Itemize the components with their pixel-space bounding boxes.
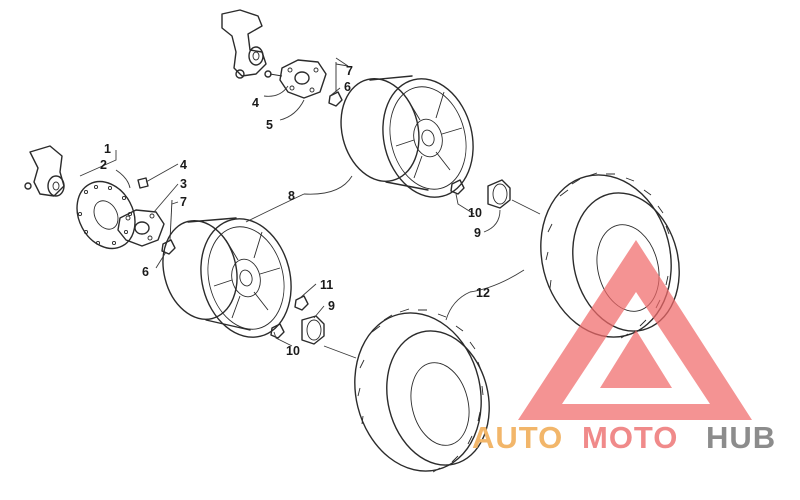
left-knuckle-assembly [24, 145, 176, 255]
callout-10-upper: 10 [468, 206, 482, 220]
callout-9-upper: 9 [474, 226, 481, 240]
callout-7-upper: 7 [346, 64, 353, 78]
callout-labels: 7 6 4 5 1 2 4 3 7 6 8 10 9 11 9 10 12 [100, 64, 490, 358]
watermark-text-auto: AUTO [472, 420, 563, 455]
callout-3: 3 [180, 177, 187, 191]
watermark-triangle-logo [518, 240, 752, 420]
callout-6-upper: 6 [344, 80, 351, 94]
callout-9-lower: 9 [328, 299, 335, 313]
callout-2: 2 [100, 158, 107, 172]
callout-1: 1 [104, 142, 111, 156]
watermark-text-hub: HUB [706, 420, 776, 455]
upper-wheel-rim [340, 75, 511, 209]
callout-12: 12 [476, 286, 490, 300]
callout-11: 11 [320, 278, 333, 292]
callout-5-upper: 5 [266, 118, 273, 132]
upper-tire [540, 172, 680, 339]
watermark-text-moto: MOTO [582, 420, 678, 455]
automotohub-watermark: AUTO MOTO HUB [472, 240, 776, 455]
leader-lines [79, 57, 541, 359]
lower-wheel-rim [162, 217, 325, 345]
callout-4-upper: 4 [252, 96, 259, 110]
callout-7-left: 7 [180, 195, 187, 209]
callout-6-left: 6 [142, 265, 149, 279]
callout-4-left: 4 [180, 158, 187, 172]
lower-tire [354, 308, 490, 473]
callout-8: 8 [288, 189, 295, 203]
callout-10-lower: 10 [286, 344, 300, 358]
upper-knuckle-assembly [221, 9, 343, 107]
